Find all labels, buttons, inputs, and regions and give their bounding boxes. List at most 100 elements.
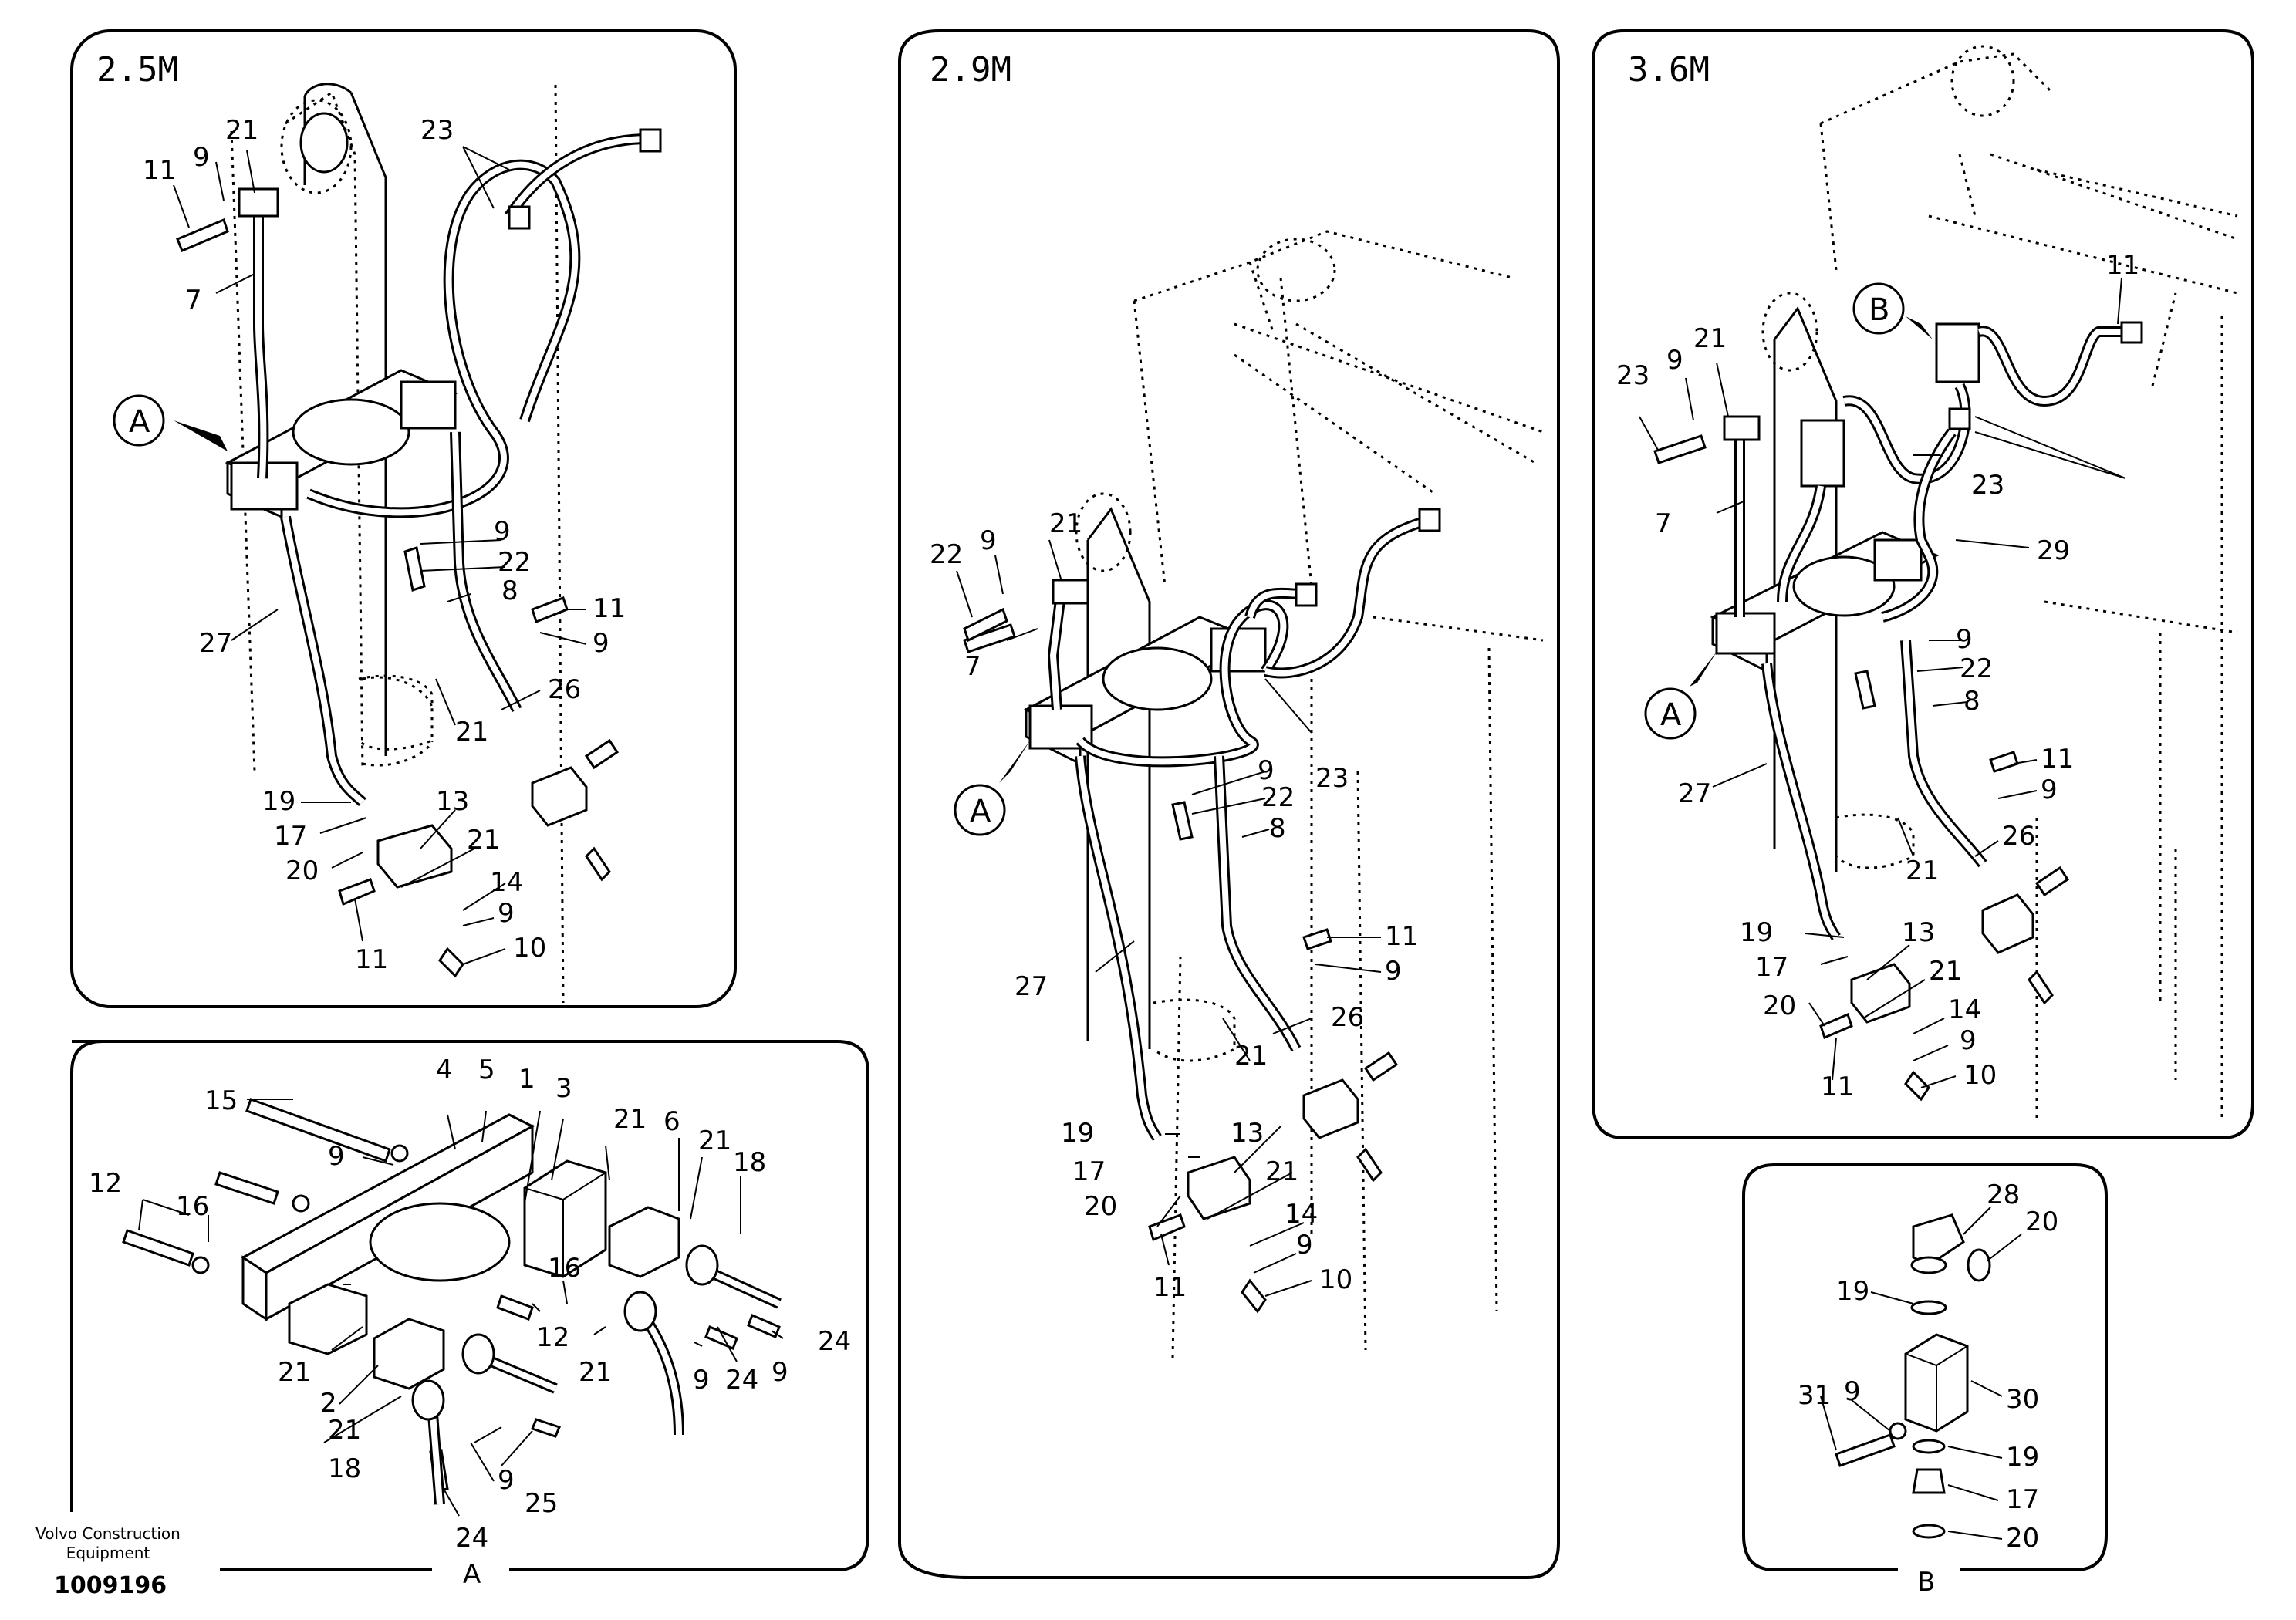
detail-b-caption: B <box>1917 1567 1935 1598</box>
callout-a-3: 5 <box>478 1055 495 1085</box>
marker-a-p25[interactable]: A <box>113 394 228 451</box>
callout-p36-12: 9 <box>2041 775 2058 805</box>
callout-p36-21: 14 <box>1948 994 1981 1025</box>
callout-b-8: 17 <box>2006 1484 2039 1515</box>
callout-p25-16: 13 <box>436 786 469 817</box>
callout-p36-8: 9 <box>1956 624 1973 655</box>
callout-p36-6: 23 <box>1971 470 2004 501</box>
callout-a-1: 15 <box>204 1085 238 1116</box>
detail-b: B 28 20 19 9 30 31 19 17 20 <box>1742 1163 2108 1598</box>
callout-p29-18: 20 <box>1084 1191 1117 1222</box>
callout-a-8: 6 <box>663 1106 680 1137</box>
panel-2-5m-title: 2.5M <box>96 50 178 89</box>
marker-a-p29[interactable]: A <box>954 741 1030 836</box>
callout-a-2: 4 <box>436 1055 453 1085</box>
detail-a-caption: A <box>463 1559 481 1590</box>
callout-a-10: 18 <box>733 1147 766 1178</box>
callout-a-25: 25 <box>525 1488 558 1519</box>
callout-p25-7: 22 <box>498 547 531 578</box>
callout-p29-17: 21 <box>1265 1156 1298 1187</box>
callout-a-26: 24 <box>455 1523 488 1554</box>
callout-p25-5: 7 <box>185 285 202 316</box>
callout-p25-19: 14 <box>490 867 523 898</box>
callout-p25-13: 21 <box>455 717 488 748</box>
callout-p29-19: 14 <box>1285 1199 1318 1230</box>
callout-p29-2: 22 <box>930 539 963 570</box>
panel-2-9m: 2.9M <box>898 29 1560 1579</box>
callout-a-16: 24 <box>818 1326 851 1357</box>
callout-b-9: 20 <box>2006 1523 2039 1554</box>
callout-a-18: 2 <box>320 1388 337 1419</box>
callout-p25-9: 11 <box>593 593 626 624</box>
callout-p29-22: 10 <box>1319 1264 1352 1295</box>
callout-p25-2: 9 <box>193 142 210 173</box>
callout-p25-3: 21 <box>225 115 258 146</box>
callout-a-9: 21 <box>698 1126 731 1156</box>
callout-p36-2: 21 <box>1693 323 1727 354</box>
callout-p36-14: 26 <box>2002 821 2035 852</box>
callout-b-7: 19 <box>2006 1442 2039 1473</box>
callout-p29-5: 9 <box>1258 755 1275 786</box>
callout-p29-21: 11 <box>1153 1272 1187 1303</box>
panel-2-9m-title: 2.9M <box>930 50 1011 89</box>
callout-p25-22: 10 <box>513 933 546 964</box>
callout-b-5: 30 <box>2006 1384 2039 1415</box>
callout-p25-14: 19 <box>262 786 295 817</box>
callout-p25-6: 9 <box>494 516 511 547</box>
callout-p29-12: 26 <box>1331 1002 1364 1033</box>
callout-a-12: 16 <box>176 1191 209 1222</box>
panel-2-5m: 2.5M <box>70 29 737 1008</box>
callout-p36-4: 11 <box>2106 250 2139 281</box>
callout-p29-10: 9 <box>1385 956 1402 987</box>
callout-p25-1: 11 <box>143 155 176 186</box>
callout-p25-10: 9 <box>593 628 609 659</box>
callout-p36-17: 13 <box>1902 917 1935 948</box>
callout-p36-3: 9 <box>1666 345 1683 376</box>
callout-p29-7: 23 <box>1315 763 1349 794</box>
callout-p36-1: 23 <box>1616 360 1649 391</box>
callout-p29-15: 13 <box>1231 1118 1264 1149</box>
brand-line-2: Equipment <box>66 1544 150 1562</box>
callout-p29-13: 21 <box>1234 1041 1268 1072</box>
callout-a-15: 21 <box>278 1357 311 1388</box>
callout-b-3: 19 <box>1836 1276 1869 1307</box>
marker-a-p25-label: A <box>129 404 150 440</box>
callout-b-4: 9 <box>1844 1376 1861 1407</box>
footer: Volvo Construction Equipment 1009196 <box>35 1524 181 1599</box>
callout-a-11: 12 <box>89 1168 122 1199</box>
callout-p29-9: 11 <box>1385 921 1418 952</box>
callout-p29-16: 17 <box>1072 1156 1106 1187</box>
callout-p36-24: 10 <box>1963 1060 1997 1091</box>
callout-a-24: 9 <box>498 1465 515 1496</box>
marker-b-p36[interactable]: B <box>1852 282 1933 339</box>
callout-p29-8: 8 <box>1269 813 1286 844</box>
callout-p36-18: 17 <box>1755 952 1788 983</box>
callout-p36-22: 9 <box>1960 1025 1977 1056</box>
callout-a-17: 21 <box>579 1357 612 1388</box>
callout-p25-11: 27 <box>199 628 232 659</box>
callout-p36-16: 19 <box>1740 917 1773 948</box>
callout-p36-5: 7 <box>1655 508 1672 539</box>
callout-b-6: 31 <box>1798 1380 1831 1411</box>
doc-number: 1009196 <box>54 1572 167 1599</box>
callout-p25-8: 8 <box>501 575 518 606</box>
callout-a-6: 9 <box>328 1141 345 1172</box>
callout-a-7: 21 <box>613 1104 647 1135</box>
callout-p25-4: 23 <box>420 115 454 146</box>
callout-b-2: 20 <box>2025 1207 2058 1237</box>
panel-2-5m-frame <box>70 29 737 1008</box>
marker-b-p36-label: B <box>1869 292 1889 328</box>
callout-a-13: 16 <box>548 1253 581 1284</box>
callout-a-20: 24 <box>725 1365 758 1396</box>
callout-p29-11: 27 <box>1015 971 1048 1002</box>
callout-b-1: 28 <box>1987 1180 2020 1210</box>
callout-p29-6: 22 <box>1261 782 1295 813</box>
callout-a-21: 9 <box>772 1357 788 1388</box>
callout-p36-9: 22 <box>1960 653 1993 684</box>
panel-3-6m-title: 3.6M <box>1628 50 1710 89</box>
callout-a-4: 1 <box>518 1064 535 1095</box>
marker-a-p36[interactable]: A <box>1644 652 1717 740</box>
callout-p25-12: 26 <box>548 674 581 705</box>
callout-a-5: 3 <box>555 1073 572 1104</box>
